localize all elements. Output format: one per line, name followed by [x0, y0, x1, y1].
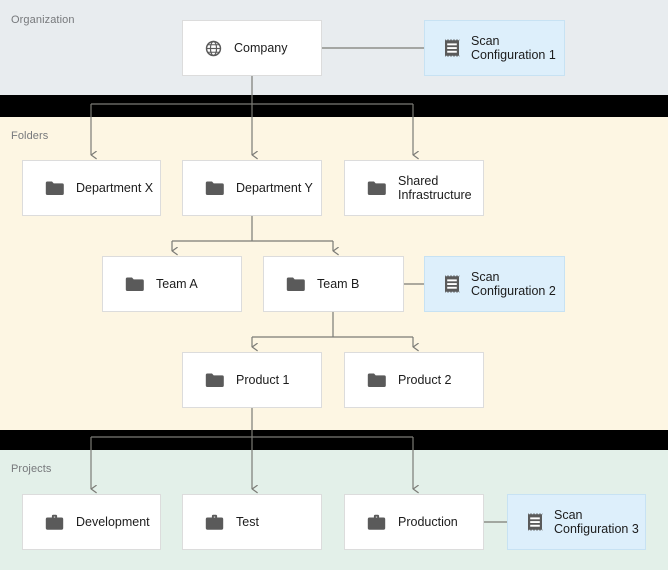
node-label: Product 2	[398, 372, 452, 387]
receipt-icon	[443, 274, 461, 294]
folder-icon	[367, 180, 386, 196]
section-separator-top	[0, 95, 668, 117]
node-scan-configuration-1[interactable]: Scan Configuration 1	[424, 20, 565, 76]
node-product-1[interactable]: Product 1	[182, 352, 322, 408]
briefcase-icon	[205, 514, 224, 531]
node-label: Department X	[76, 180, 154, 195]
folder-icon	[205, 180, 224, 196]
section-label-projects: Projects	[11, 463, 52, 475]
node-production[interactable]: Production	[344, 494, 484, 550]
node-test[interactable]: Test	[182, 494, 322, 550]
briefcase-icon	[45, 514, 64, 531]
globe-icon	[205, 40, 222, 57]
node-label: Product 1	[236, 372, 290, 387]
briefcase-icon	[367, 514, 386, 531]
folder-icon	[205, 372, 224, 388]
node-label: Production	[398, 514, 458, 529]
receipt-icon	[443, 38, 461, 58]
node-label: Department Y	[236, 180, 313, 195]
node-label: Shared Infrastructure	[398, 173, 472, 203]
node-scan-configuration-3[interactable]: Scan Configuration 3	[507, 494, 646, 550]
section-separator-bottom	[0, 430, 668, 450]
node-label: Team B	[317, 276, 360, 291]
node-label: Scan Configuration 2	[471, 269, 556, 299]
node-label: Test	[236, 514, 259, 529]
folder-icon	[286, 276, 305, 292]
node-label: Team A	[156, 276, 198, 291]
node-development[interactable]: Development	[22, 494, 161, 550]
node-team-b[interactable]: Team B	[263, 256, 404, 312]
folder-icon	[45, 180, 64, 196]
section-label-organization: Organization	[11, 14, 75, 26]
node-label: Company	[234, 40, 288, 55]
folder-icon	[125, 276, 144, 292]
section-label-folders: Folders	[11, 130, 49, 142]
node-label: Scan Configuration 1	[471, 33, 556, 63]
node-department-x[interactable]: Department X	[22, 160, 161, 216]
node-team-a[interactable]: Team A	[102, 256, 242, 312]
node-department-y[interactable]: Department Y	[182, 160, 322, 216]
node-company[interactable]: Company	[182, 20, 322, 76]
node-product-2[interactable]: Product 2	[344, 352, 484, 408]
folder-icon	[367, 372, 386, 388]
node-shared-infrastructure[interactable]: Shared Infrastructure	[344, 160, 484, 216]
node-label: Scan Configuration 3	[554, 507, 639, 537]
node-scan-configuration-2[interactable]: Scan Configuration 2	[424, 256, 565, 312]
node-label: Development	[76, 514, 150, 529]
receipt-icon	[526, 512, 544, 532]
